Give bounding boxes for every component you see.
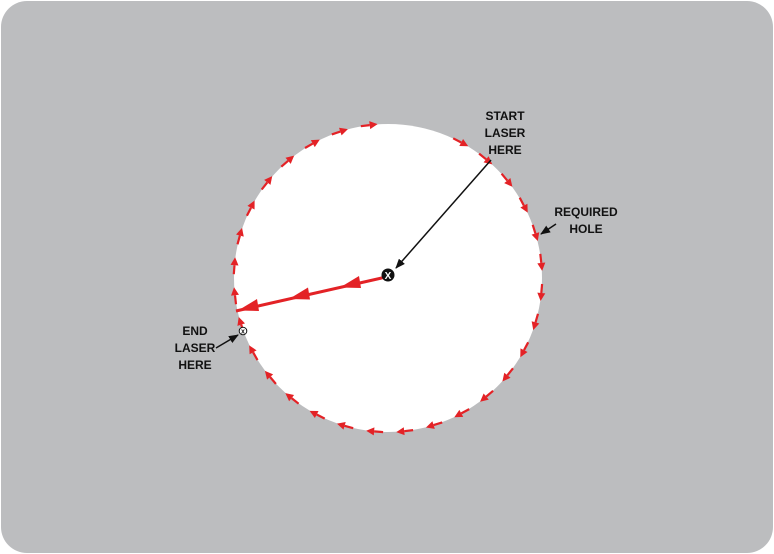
perimeter-dash bbox=[460, 408, 470, 415]
perimeter-dash bbox=[232, 265, 236, 275]
perimeter-arrowhead bbox=[459, 138, 469, 147]
start-marker: X bbox=[381, 268, 395, 282]
laser-perimeter-path bbox=[230, 121, 546, 436]
perimeter-dash bbox=[485, 389, 494, 398]
perimeter-dash bbox=[245, 207, 252, 217]
perimeter-dash bbox=[316, 413, 326, 420]
end-marker: x bbox=[238, 326, 248, 336]
required-hole-callout-arrow bbox=[540, 223, 557, 235]
perimeter-arrowhead bbox=[537, 262, 546, 271]
end-label: END LASER HERE bbox=[175, 324, 216, 372]
perimeter-arrowhead bbox=[369, 121, 378, 130]
perimeter-arrowhead bbox=[336, 421, 346, 430]
perimeter-arrowhead bbox=[483, 156, 493, 165]
start-label-line-3: HERE bbox=[488, 143, 521, 157]
perimeter-arrowhead bbox=[520, 203, 528, 213]
perimeter-dash bbox=[452, 137, 462, 144]
lead-in-arrowhead-1 bbox=[340, 276, 361, 288]
lead-in-arrowhead-3 bbox=[238, 299, 259, 311]
required-hole-label: REQUIRED HOLE bbox=[554, 205, 618, 236]
perimeter-arrowhead bbox=[231, 287, 239, 296]
perimeter-arrowhead bbox=[236, 227, 244, 237]
perimeter-dash bbox=[539, 253, 543, 264]
perimeter-arrowhead bbox=[247, 200, 255, 210]
lead-in-line bbox=[235, 275, 387, 313]
perimeter-dash bbox=[236, 235, 241, 245]
start-marker-glyph: X bbox=[385, 271, 392, 282]
perimeter-dash bbox=[344, 424, 354, 430]
perimeter-arrowhead bbox=[264, 176, 273, 185]
perimeter-dash bbox=[506, 367, 514, 376]
perimeter-dash bbox=[500, 172, 509, 182]
perimeter-dash bbox=[374, 430, 384, 434]
perimeter-dash bbox=[518, 197, 525, 207]
perimeter-dash bbox=[531, 224, 537, 234]
perimeter-dash bbox=[404, 429, 414, 433]
perimeter-arrowhead bbox=[285, 155, 295, 164]
perimeter-arrowhead bbox=[237, 316, 246, 326]
perimeter-dash bbox=[478, 152, 487, 161]
perimeter-arrowhead bbox=[425, 421, 435, 429]
start-label: START LASER HERE bbox=[485, 109, 526, 157]
end-callout-arrow bbox=[215, 334, 239, 349]
perimeter-arrowhead bbox=[504, 178, 513, 187]
end-label-line-3: HERE bbox=[178, 358, 211, 372]
perimeter-arrowhead bbox=[537, 292, 546, 301]
perimeter-dash bbox=[331, 130, 341, 136]
laser-lead-in-path bbox=[235, 275, 387, 313]
end-label-line-1: END bbox=[182, 324, 208, 338]
perimeter-dash bbox=[360, 124, 370, 128]
lead-in-arrowhead-2 bbox=[289, 287, 310, 300]
perimeter-dash bbox=[260, 181, 269, 191]
perimeter-dash bbox=[290, 397, 300, 405]
perimeter-arrowhead bbox=[285, 393, 295, 402]
required-hole-label-line-2: HOLE bbox=[569, 222, 602, 236]
perimeter-arrowhead bbox=[531, 321, 540, 331]
perimeter-dash bbox=[252, 351, 259, 361]
perimeter-dash bbox=[433, 421, 443, 427]
perimeter-arrowhead bbox=[366, 427, 375, 436]
perimeter-arrowhead bbox=[531, 232, 540, 242]
perimeter-arrowhead bbox=[230, 257, 239, 266]
perimeter-arrowhead bbox=[249, 345, 257, 355]
perimeter-arrowhead bbox=[396, 427, 405, 436]
required-hole-label-line-1: REQUIRED bbox=[554, 205, 618, 219]
perimeter-arrowhead bbox=[310, 139, 320, 148]
end-marker-glyph: x bbox=[241, 329, 245, 336]
perimeter-arrowhead bbox=[454, 409, 464, 418]
perimeter-dash bbox=[269, 376, 277, 385]
perimeter-dash bbox=[523, 341, 530, 351]
start-callout-arrow bbox=[395, 159, 492, 269]
perimeter-dash bbox=[304, 142, 314, 149]
end-label-line-2: LASER bbox=[175, 341, 216, 355]
perimeter-arrowhead bbox=[520, 348, 528, 358]
perimeter-arrowhead bbox=[264, 370, 274, 380]
perimeter-arrowhead bbox=[502, 372, 511, 382]
perimeter-dash bbox=[280, 159, 289, 168]
perimeter-dash bbox=[233, 295, 238, 305]
start-label-line-1: START bbox=[485, 109, 525, 123]
perimeter-arrowhead bbox=[480, 393, 489, 402]
perimeter-arrowhead bbox=[309, 410, 319, 419]
perimeter-arrowhead bbox=[339, 127, 348, 136]
perimeter-dash bbox=[534, 313, 540, 323]
perimeter-dash bbox=[540, 283, 544, 294]
start-label-line-2: LASER bbox=[485, 126, 526, 140]
